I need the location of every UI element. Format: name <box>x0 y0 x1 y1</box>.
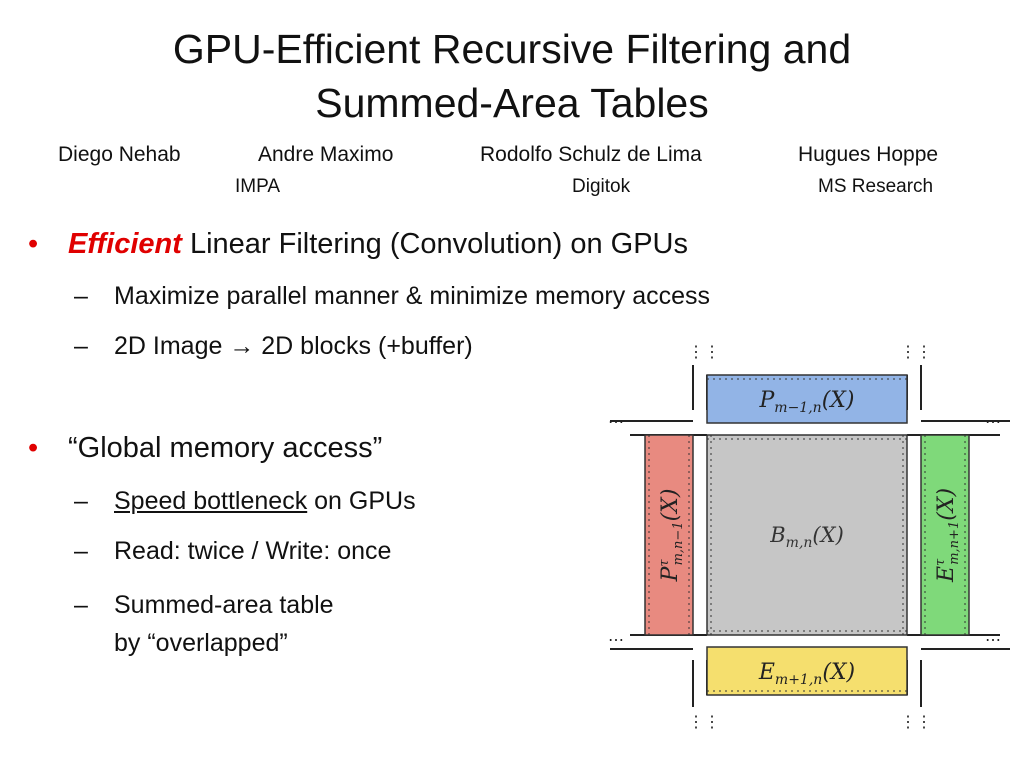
sub-bullet-item: – 2D Image → 2D blocks (+buffer) <box>74 332 473 361</box>
ellipsis-dots: ⋮⋮ ⋮⋮ ⋮⋮ ⋮⋮ ⋯ ⋯ ⋯ ⋯ <box>608 344 1001 731</box>
bullet-emphasis: Efficient <box>68 228 182 260</box>
label-argument: (X) <box>822 660 855 685</box>
sub-bullet-dash: – <box>74 282 88 310</box>
label-subscript: m−1,n <box>774 400 821 416</box>
title-line-2: Summed-Area Tables <box>315 80 709 126</box>
top-block-label: Pm−1,n(X) <box>758 388 854 416</box>
center-block <box>706 434 908 636</box>
sub-bullet-text: Summed-area table <box>114 591 334 619</box>
sub-bullet-underlined: Speed bottleneck <box>114 487 308 515</box>
label-argument: (X) <box>812 523 843 547</box>
author-block: Diego Nehab Andre Maximo Rodolfo Schulz … <box>0 143 1024 203</box>
author-name: Diego Nehab <box>58 143 181 166</box>
svg-text:⋯: ⋯ <box>608 414 624 431</box>
label-superscript: τ <box>933 558 948 566</box>
center-block-label: Bm,n(X) <box>769 523 844 551</box>
bottom-block-label: Em+1,n(X) <box>758 660 855 688</box>
bullet-item: • Efficient Linear Filtering (Convolutio… <box>28 228 689 261</box>
svg-text:⋮⋮: ⋮⋮ <box>900 714 932 731</box>
svg-text:⋮⋮: ⋮⋮ <box>900 344 932 361</box>
label-subscript: m,n <box>786 535 813 551</box>
label-subscript: m,n−1 <box>671 521 686 565</box>
author-name: Hugues Hoppe <box>798 143 939 166</box>
label-main: E <box>758 660 775 685</box>
author-name: Rodolfo Schulz de Lima <box>480 143 702 166</box>
right-block-label: Eτm,n+1(X) <box>933 488 962 583</box>
title-line-1: GPU-Efficient Recursive Filtering and <box>172 26 852 72</box>
sub-bullet-item: – Summed-area table by “overlapped” <box>74 586 334 662</box>
author-affiliation: MS Research <box>818 176 934 197</box>
svg-text:⋮⋮: ⋮⋮ <box>688 344 720 361</box>
label-argument: (X) <box>658 489 683 522</box>
svg-text:⋮⋮: ⋮⋮ <box>688 714 720 731</box>
label-argument: (X) <box>934 488 959 521</box>
sub-bullet-item: – Maximize parallel manner & minimize me… <box>74 282 710 311</box>
author-affiliation: IMPA <box>235 176 281 197</box>
sub-bullet-text: 2D Image → 2D blocks (+buffer) <box>114 332 473 360</box>
label-subscript: m+1,n <box>775 672 822 688</box>
sub-bullet-text: Maximize parallel manner & minimize memo… <box>114 282 710 310</box>
author-name: Andre Maximo <box>258 143 394 166</box>
left-block-label: Pτm,n−1(X) <box>657 489 686 583</box>
label-main: P <box>758 388 775 413</box>
sub-bullet-item: – Speed bottleneck on GPUs <box>74 487 416 516</box>
sub-bullet-text: on GPUs <box>307 487 416 515</box>
svg-text:⋯: ⋯ <box>608 632 624 649</box>
sub-bullet-dash: – <box>74 537 88 565</box>
author-affiliation: Digitok <box>572 176 631 197</box>
label-main: B <box>769 523 785 547</box>
right-buffer-block <box>920 434 970 636</box>
block-buffer-diagram: ⋮⋮ ⋮⋮ ⋮⋮ ⋮⋮ ⋯ ⋯ ⋯ ⋯ Pm−1,n(X) Bm,n(X) Em… <box>608 344 1010 731</box>
bullet-text: Linear Filtering (Convolution) on GPUs <box>181 228 689 260</box>
sub-bullet-text: by “overlapped” <box>114 629 288 657</box>
sub-bullet-text: Read: twice / Write: once <box>114 537 392 565</box>
slide-title: GPU-Efficient Recursive Filtering and Su… <box>0 22 1024 130</box>
left-buffer-block <box>644 434 694 636</box>
bullet-dot: • <box>28 228 39 260</box>
sub-bullet-dash: – <box>74 591 88 619</box>
sub-bullet-dash: – <box>74 332 88 360</box>
sub-bullet-item: – Read: twice / Write: once <box>74 537 392 566</box>
label-superscript: τ <box>657 559 672 567</box>
sub-bullet-dash: – <box>74 487 88 515</box>
bullet-text: “Global memory access” <box>68 432 383 464</box>
label-argument: (X) <box>822 388 855 413</box>
label-subscript: m,n+1 <box>947 521 962 565</box>
svg-text:⋯: ⋯ <box>985 414 1001 431</box>
label-main: E <box>934 566 959 583</box>
bottom-buffer-block <box>706 646 908 696</box>
bullet-dot: • <box>28 432 39 464</box>
svg-text:⋯: ⋯ <box>985 632 1001 649</box>
top-buffer-block <box>706 374 908 424</box>
label-main: P <box>658 565 683 582</box>
bullet-item: • “Global memory access” <box>28 432 383 465</box>
